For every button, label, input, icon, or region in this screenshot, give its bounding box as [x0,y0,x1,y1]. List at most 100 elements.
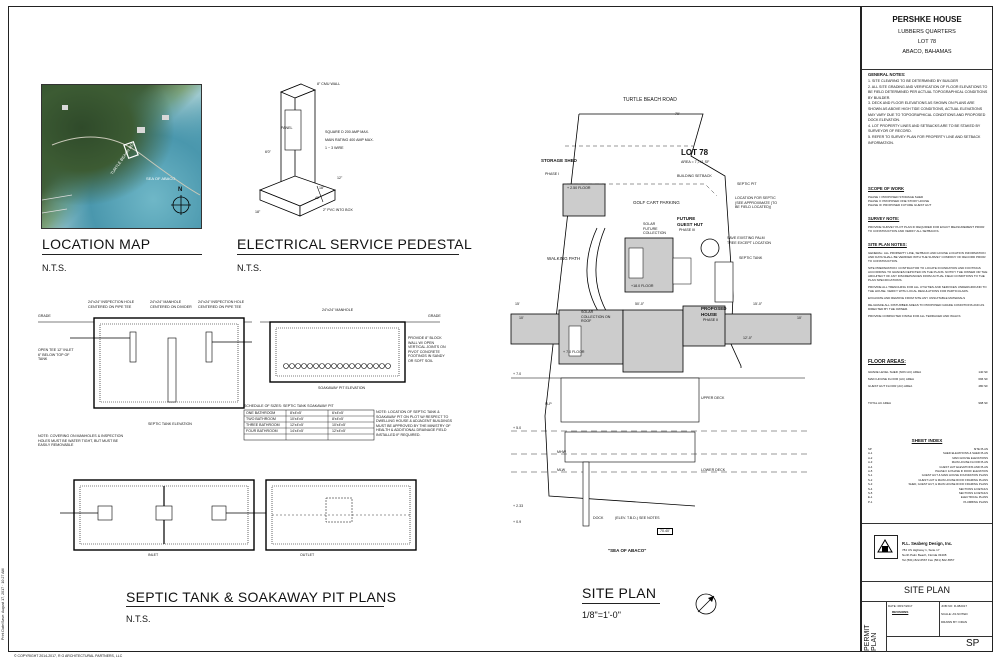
pedestal-cmu-label: 8" CMU WALL [317,82,341,86]
site-future-hut: FUTURE GUEST HUT [677,216,704,227]
firm-address-2: North Palm Beach, Florida 33408 [902,553,947,557]
site-shed-phase: PHASE I [545,172,560,176]
site-lot-label: LOT 78 [681,148,709,157]
site-dock-label: DOCK [593,516,604,520]
map-north-label: N [178,187,183,193]
pedestal-rating-2: MAIN RATING 400 AMP MAX. [325,138,374,142]
sheet-title: SITE PLAN [903,585,950,595]
septic-schedule-heading: SCHEDULE OF SIZES: SEPTIC TANK SOAKAWAY … [244,404,334,408]
location-map-title: LOCATION MAP [42,236,151,252]
site-future-hut-phase: PHASE III [679,228,696,232]
scope-item: PHASE I: PROPOSED STORAGE SHED [868,195,924,199]
map-sea-label: SEA OF ABACO [146,176,176,181]
site-lower-deck: LOWER DECK [701,468,726,472]
septic-elevation-drawing: GRADE GRADE 24"x24" INSPECTION HOLE CENT… [30,298,452,448]
site-note: EXCAVATE AND REMOVE FROM SITE ANY UNSUIT… [868,296,966,300]
scope-heading: SCOPE OF WORK [868,186,905,191]
septic-plan-drawing [60,470,440,560]
firm-logo-icon [874,535,898,559]
site-plan-scale: 1/8"=1'-0" [582,610,621,620]
location-map-image: TURTLE BEACH RD SEA OF ABACO N [41,84,202,229]
site-notes-heading: SITE PLAN NOTES: [868,242,907,247]
site-shed-floor: + 2.50 FLOOR [567,186,591,190]
site-septic-tank: SEPTIC TANK [739,256,763,260]
site-flp-label: FLP [545,402,552,406]
firm-address-1: 784 US Highway 1, Suite 17 [902,548,940,552]
permit-plan-label: PERMIT PLAN [864,624,878,651]
sheet-border [8,6,861,652]
scale-field: SCALE: AS NOTED [941,612,968,616]
site-septic-pit: SEPTIC PIT [737,182,757,186]
site-mlw-label: MLW [557,468,566,472]
date-field: DATE: 08/17/2017 [888,604,913,608]
title-block: PERSHKE HOUSE LUBBERS QUARTERS LOT 78 AB… [861,6,993,652]
site-solar-future: SOLAR FUTURE COLLECTION [643,222,666,236]
septic-insp-hole-2: 24"x24" INSPECTION HOLE CENTERED ON PIPE… [198,300,245,309]
sheet-number: SP [966,638,980,649]
septic-grade-label-2: GRADE [428,314,441,318]
site-elev-233: + 2.33 [513,504,524,508]
firm-phone: Tel (561) 822-6567 Fax (561) 822-6557 [902,558,955,562]
pedestal-dim-18b: 18" [319,186,325,190]
general-note: 2. ALL SITE GRADING AND VERIFICATION OF … [868,84,988,100]
pedestal-wire-label: 1 ~ 3 WIRE [325,146,344,150]
project-title: PERSHKE HOUSE [892,15,962,24]
site-sea-label: "SEA OF ABACO" [608,548,647,553]
site-plan-drawing: TURTLE BEACH ROAD 70' LOT 78 AREA = 7,74… [505,96,855,541]
pedestal-pvc-label: 2" PVC INTO BOX [323,208,353,212]
location-map-scale: N.T.S. [42,263,67,273]
general-notes-heading: GENERAL NOTES: [868,72,906,77]
soakaway-wall-note: PROVIDE 8" BLOCK WALL W/ OPEN VERTICAL J… [408,336,446,363]
drawn-by-field: DRAWN BY: DRAN [941,620,968,624]
site-dim-left: 10' [519,316,524,320]
general-note: 5. REFER TO SURVEY PLAN FOR PROPERTY LIN… [868,134,981,145]
soakaway-manhole: 24"x24" MANHOLE [322,308,354,312]
septic-plan-caption: INLET [148,553,159,557]
scope-item: PHASE II: PROPOSED ONE STORY HOUSE [868,199,930,203]
floor-areas-heading: FLOOR AREAS: [868,359,906,365]
site-shed-label: STORAGE SHED [541,158,577,163]
septic-elevation-caption: SEPTIC TANK ELEVATION [148,422,192,426]
site-note: SITE PREPARATION: CONTRACTOR TO LOCATE F… [868,266,988,282]
pedestal-dim-42: 42" [315,196,321,200]
site-septic-location: LOCATION FOR SEPTIC (SEE APPROXIMATE (TO… [735,196,778,210]
site-dim-15a: 15' [515,302,520,306]
pedestal-rating-1: SQUARE D 200 AMP MAX. [325,130,370,134]
map-north-arrow-icon: N [168,187,194,215]
site-setback-label: BUILDING SETBACK [677,174,712,178]
print-date: Print Date/Save: August 17, 2017 · 10:27… [1,568,5,640]
general-note: 1. SITE CLEARING TO BE DETERMINED BY BUI… [868,79,959,83]
general-note: 4. LOT PROPERTY LINES AND SETBACKS ARE T… [868,123,981,134]
site-notes-list: GENERAL: ALL PROPERTY LINE, SETBACK AND … [868,251,988,318]
site-note: PROVIDE ALL TRENCHING FOR ALL UTILITIES … [868,285,987,293]
site-note: GENERAL: ALL PROPERTY LINE, SETBACK AND … [868,251,986,263]
septic-grade-label-1: GRADE [38,314,51,318]
soakaway-plan-caption: OUTLET [300,553,315,557]
site-palm-tree: SAVE EXISTING PALM TREE EXCEPT LOCATION [727,236,771,245]
general-notes-list: 1. SITE CLEARING TO BE DETERMINED BY BUI… [868,79,988,146]
pedestal-dim-height: 6'0" [265,150,271,154]
septic-location-note: NOTE: LOCATION OF SEPTIC TANK & SOAKAWAY… [376,410,453,437]
scope-list: PHASE I: PROPOSED STORAGE SHED PHASE II:… [868,195,988,207]
pedestal-drawing: 8" CMU WALL PANEL SQUARE D 200 AMP MAX. … [255,78,385,228]
project-address-2: LOT 78 [917,39,937,45]
site-plan-title: SITE PLAN [582,585,657,601]
site-dim-12: 12'-0" [743,336,753,340]
scope-item: PHASE III: PROPOSED FUTURE GUEST HUT [868,203,932,207]
job-no-field: JOB NO: R-082017 [941,604,968,608]
copyright: © COPYRIGHT 2014-2017, R G ARCHITECTURAL… [14,654,123,658]
